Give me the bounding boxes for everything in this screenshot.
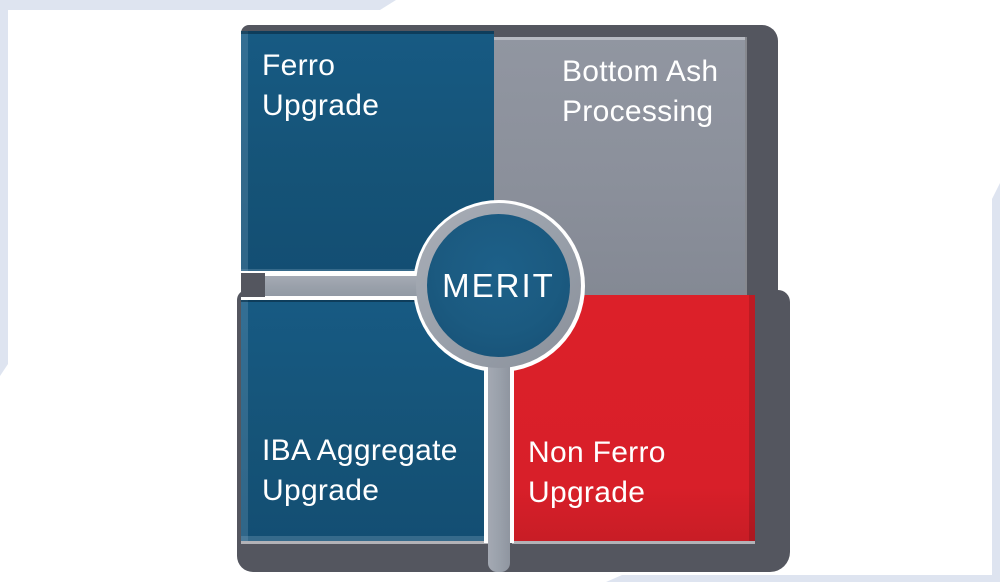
frame-accent-top-left-vertical (0, 0, 8, 376)
frame-accent-bottom-right-vertical (992, 183, 1000, 582)
hub-label: MERIT (442, 266, 555, 304)
label-line: Upgrade (262, 474, 380, 507)
connector-bar-left (265, 276, 455, 296)
label-line: Upgrade (528, 476, 646, 509)
label-line: Upgrade (262, 89, 380, 122)
connector-bar-bottom (488, 340, 510, 572)
label-line: Processing (562, 95, 714, 128)
frame-accent-top-left-horizontal (0, 0, 396, 10)
hub-circle: MERIT (427, 214, 570, 357)
frame-accent-bottom-right-horizontal (606, 575, 1000, 582)
label-line: Bottom Ash (562, 55, 719, 88)
label-line: Non Ferro (528, 436, 666, 469)
label-line: IBA Aggregate (262, 434, 458, 467)
label-line: Ferro (262, 49, 336, 82)
connector-end-cap (241, 273, 265, 297)
